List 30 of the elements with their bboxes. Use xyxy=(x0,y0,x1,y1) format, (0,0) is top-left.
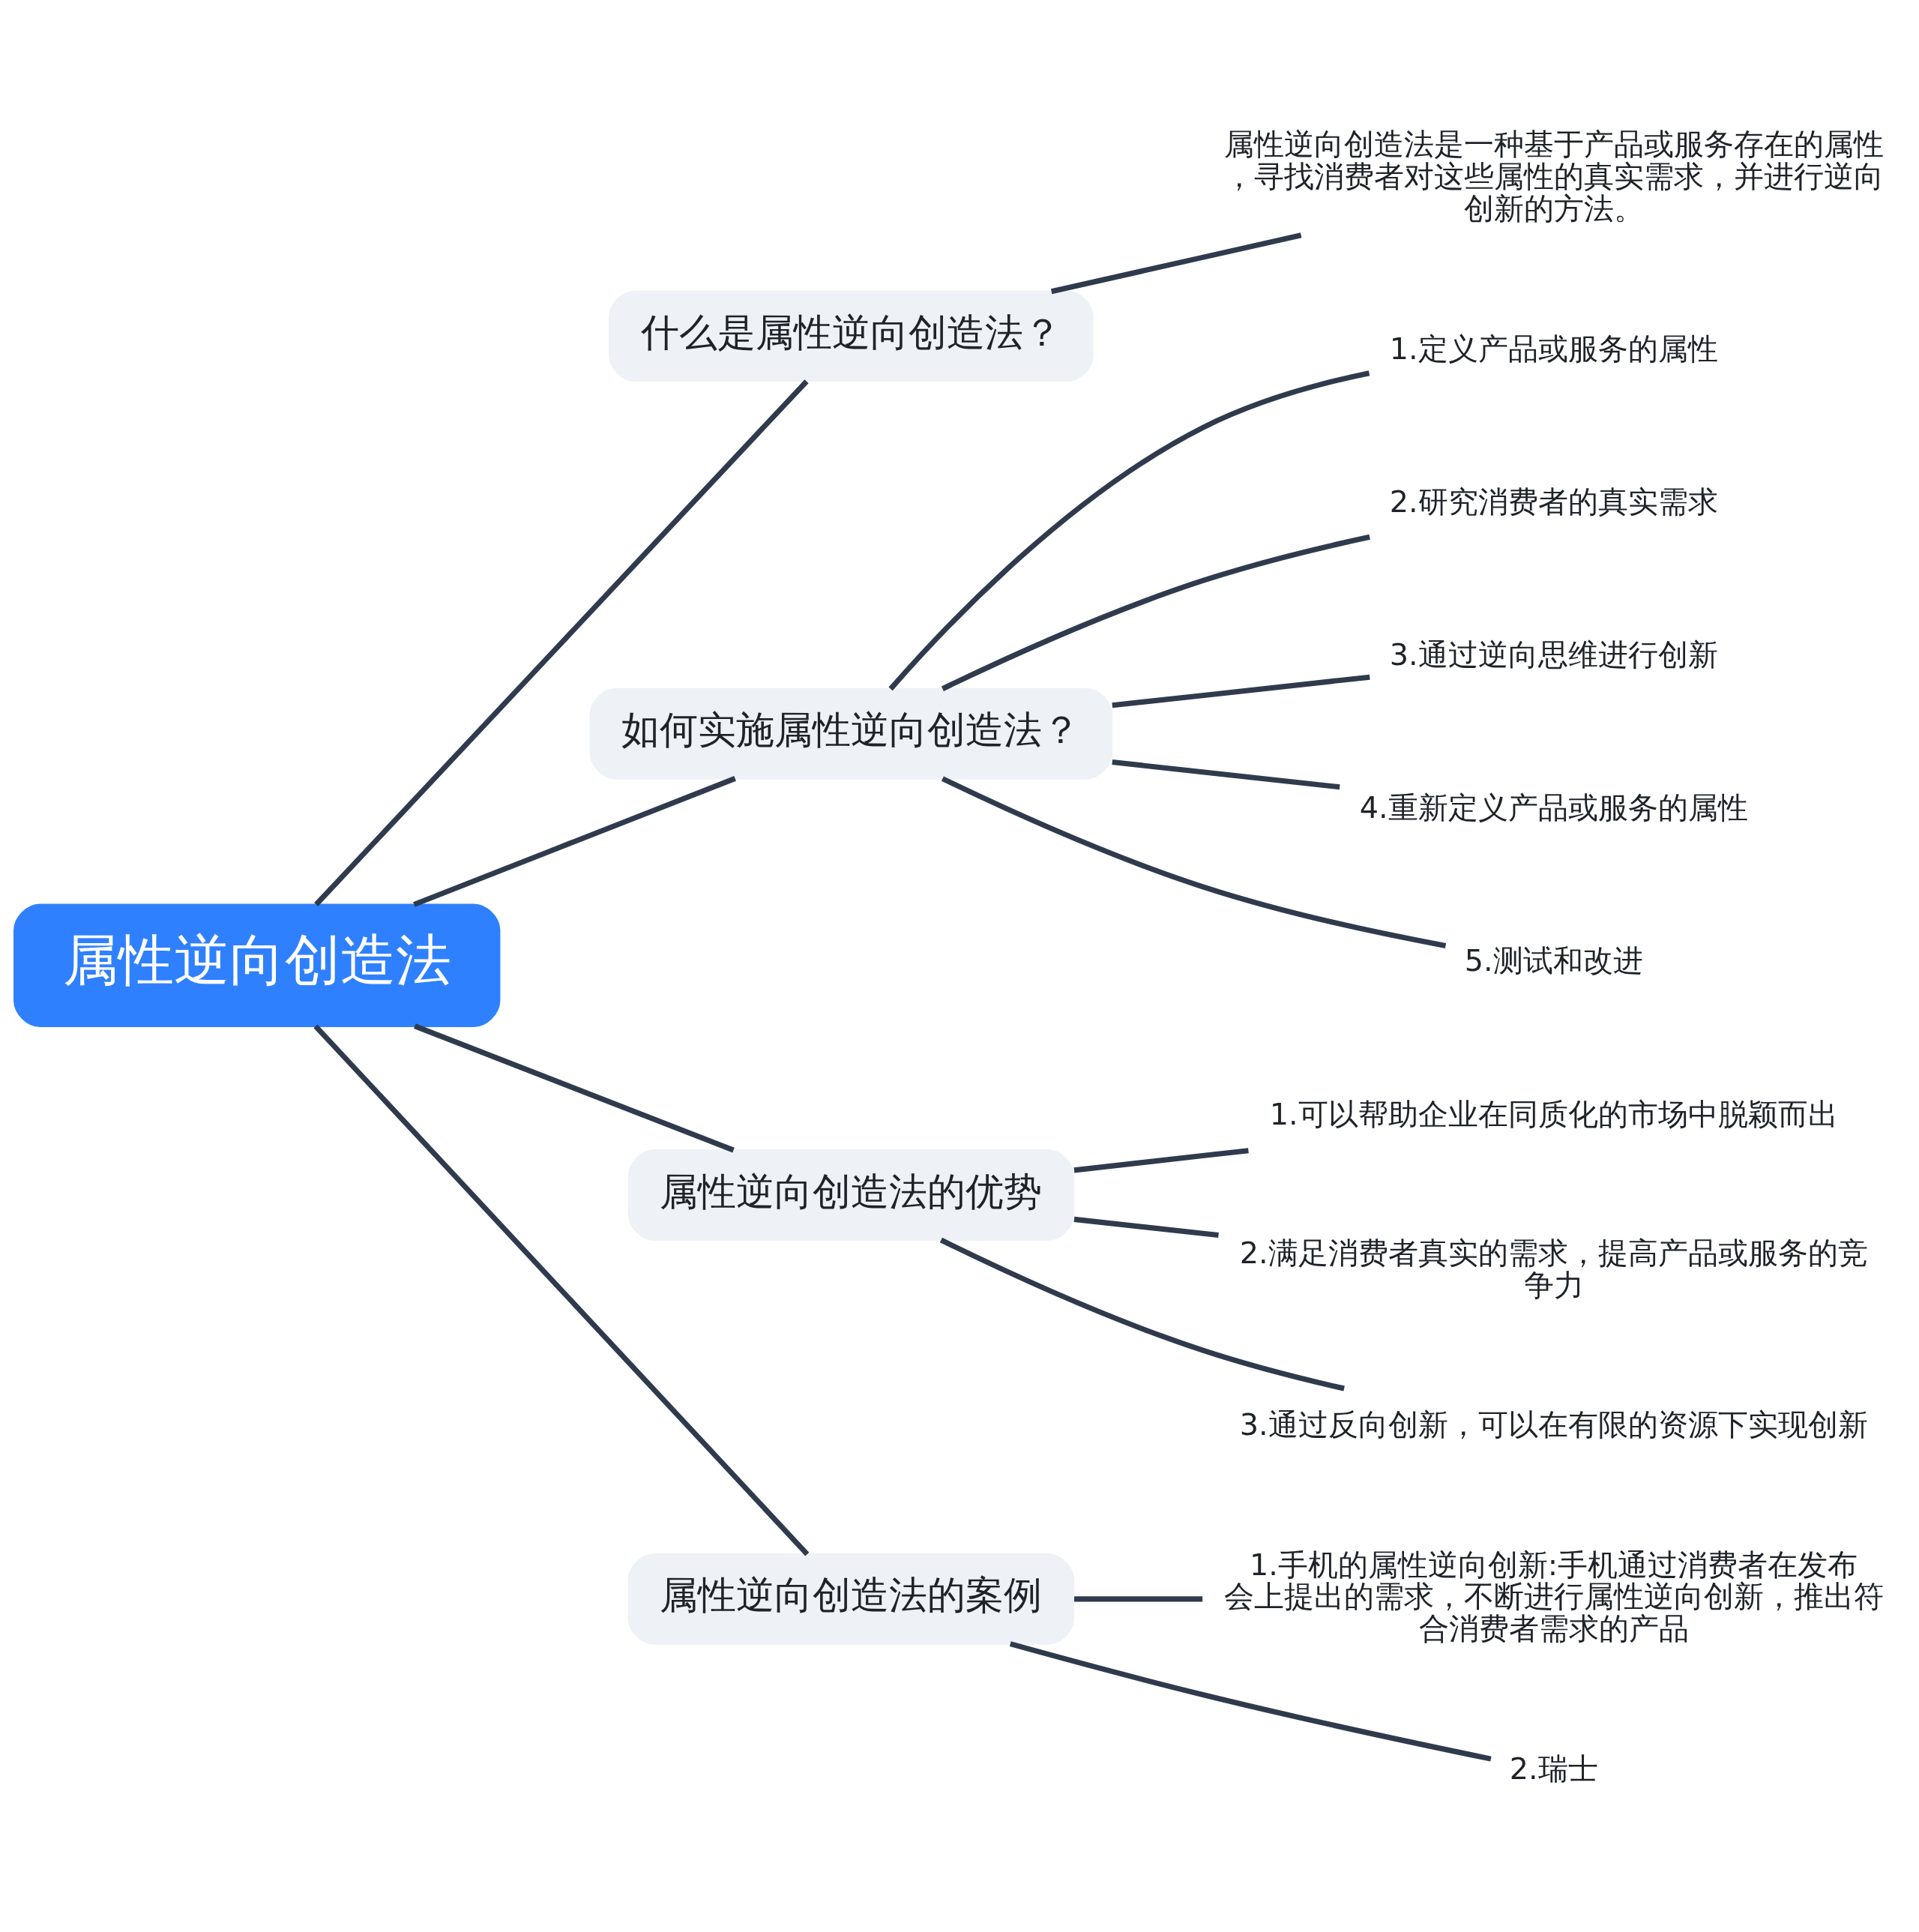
node-text: 4.重新定义产品或服务的属性 xyxy=(1359,790,1748,825)
connector xyxy=(941,534,1370,691)
node-box: 属性逆向创造法 xyxy=(13,903,501,1028)
node-text: 3.通过逆向思维进行创新 xyxy=(1389,637,1718,672)
node-box: 如何实施属性逆向创造法？ xyxy=(589,687,1113,780)
node-box: 属性逆向创造法的案例 xyxy=(627,1553,1075,1645)
connector xyxy=(888,370,1370,691)
connector xyxy=(1112,759,1340,790)
connector xyxy=(1073,1148,1249,1173)
node-text: 2.瑞士 xyxy=(1509,1751,1598,1787)
connector xyxy=(313,1024,810,1556)
node-text: 2.满足消费者真实的需求，提高产品或服务的竞争力 xyxy=(1239,1236,1868,1302)
node-text: 5.测试和改进 xyxy=(1464,943,1643,978)
node-box: 属性逆向创造法的优势 xyxy=(627,1149,1075,1242)
connector xyxy=(314,379,809,906)
node-box: 什么是属性逆向创造法？ xyxy=(609,290,1094,382)
connector xyxy=(939,1237,1345,1391)
node-text: 1.可以帮助企业在同质化的市场中脱颖而出 xyxy=(1269,1096,1838,1131)
connector xyxy=(414,1023,735,1153)
node-text: 1.定义产品或服务的属性 xyxy=(1389,331,1718,366)
connector xyxy=(413,776,736,907)
connector xyxy=(1112,674,1370,708)
connector xyxy=(941,776,1447,948)
connector xyxy=(1050,232,1302,295)
node-text: 属性逆向创造法是一种基于产品或服务存在的属性，寻找消费者对这些属性的真实需求，并进行逆向创新的方法。 xyxy=(1223,127,1884,226)
node-text: 1.手机的属性逆向创新:手机通过消费者在发布会上提出的需求，不断进行属性逆向创新，推出符合消费者需求的产品 xyxy=(1223,1547,1884,1646)
node-text: 2.研究消费者的真实需求 xyxy=(1389,484,1718,519)
connector xyxy=(1073,1596,1203,1602)
connector xyxy=(1009,1641,1492,1762)
node-text: 3.通过反向创新，可以在有限的资源下实现创新 xyxy=(1239,1406,1868,1442)
